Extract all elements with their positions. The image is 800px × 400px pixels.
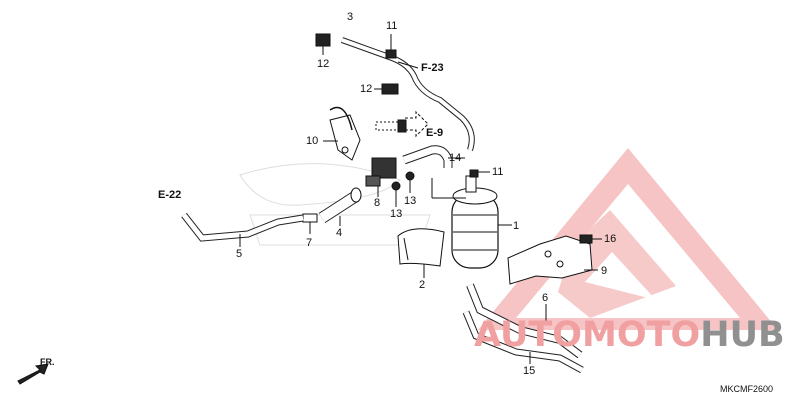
callout-13-right: 13 (404, 195, 417, 207)
callout-11-top: 11 (386, 20, 398, 32)
callout-9: 9 (601, 265, 608, 277)
callout-6: 6 (542, 292, 549, 304)
watermark-text: AUTOMOTOHUB (474, 318, 785, 353)
watermark-logo (478, 148, 778, 330)
callout-16: 16 (604, 233, 617, 245)
drawing-code: MKCMF2600 (720, 384, 774, 394)
callout-2: 2 (419, 279, 426, 291)
callout-8: 8 (374, 197, 381, 209)
ref-e9: E-9 (426, 127, 444, 139)
callout-12-top: 12 (317, 58, 330, 70)
callout-14: 14 (449, 152, 462, 164)
callout-15: 15 (523, 365, 536, 377)
callout-12-mid: 12 (360, 83, 373, 95)
ref-f23: F-23 (421, 62, 444, 74)
watermark-text-red: AUTOMOTO (474, 315, 701, 355)
callout-7: 7 (306, 237, 313, 249)
front-direction-label: FR. (40, 357, 55, 367)
callout-5: 5 (236, 248, 243, 260)
callout-3: 3 (347, 11, 354, 23)
watermark-text-gray: HUB (700, 315, 785, 355)
callout-10: 10 (306, 135, 319, 147)
ref-e22: E-22 (158, 189, 182, 201)
callout-4: 4 (336, 227, 343, 239)
callout-1: 1 (513, 220, 520, 232)
callout-13-left: 13 (390, 208, 403, 220)
callout-11-canister: 11 (492, 166, 504, 178)
